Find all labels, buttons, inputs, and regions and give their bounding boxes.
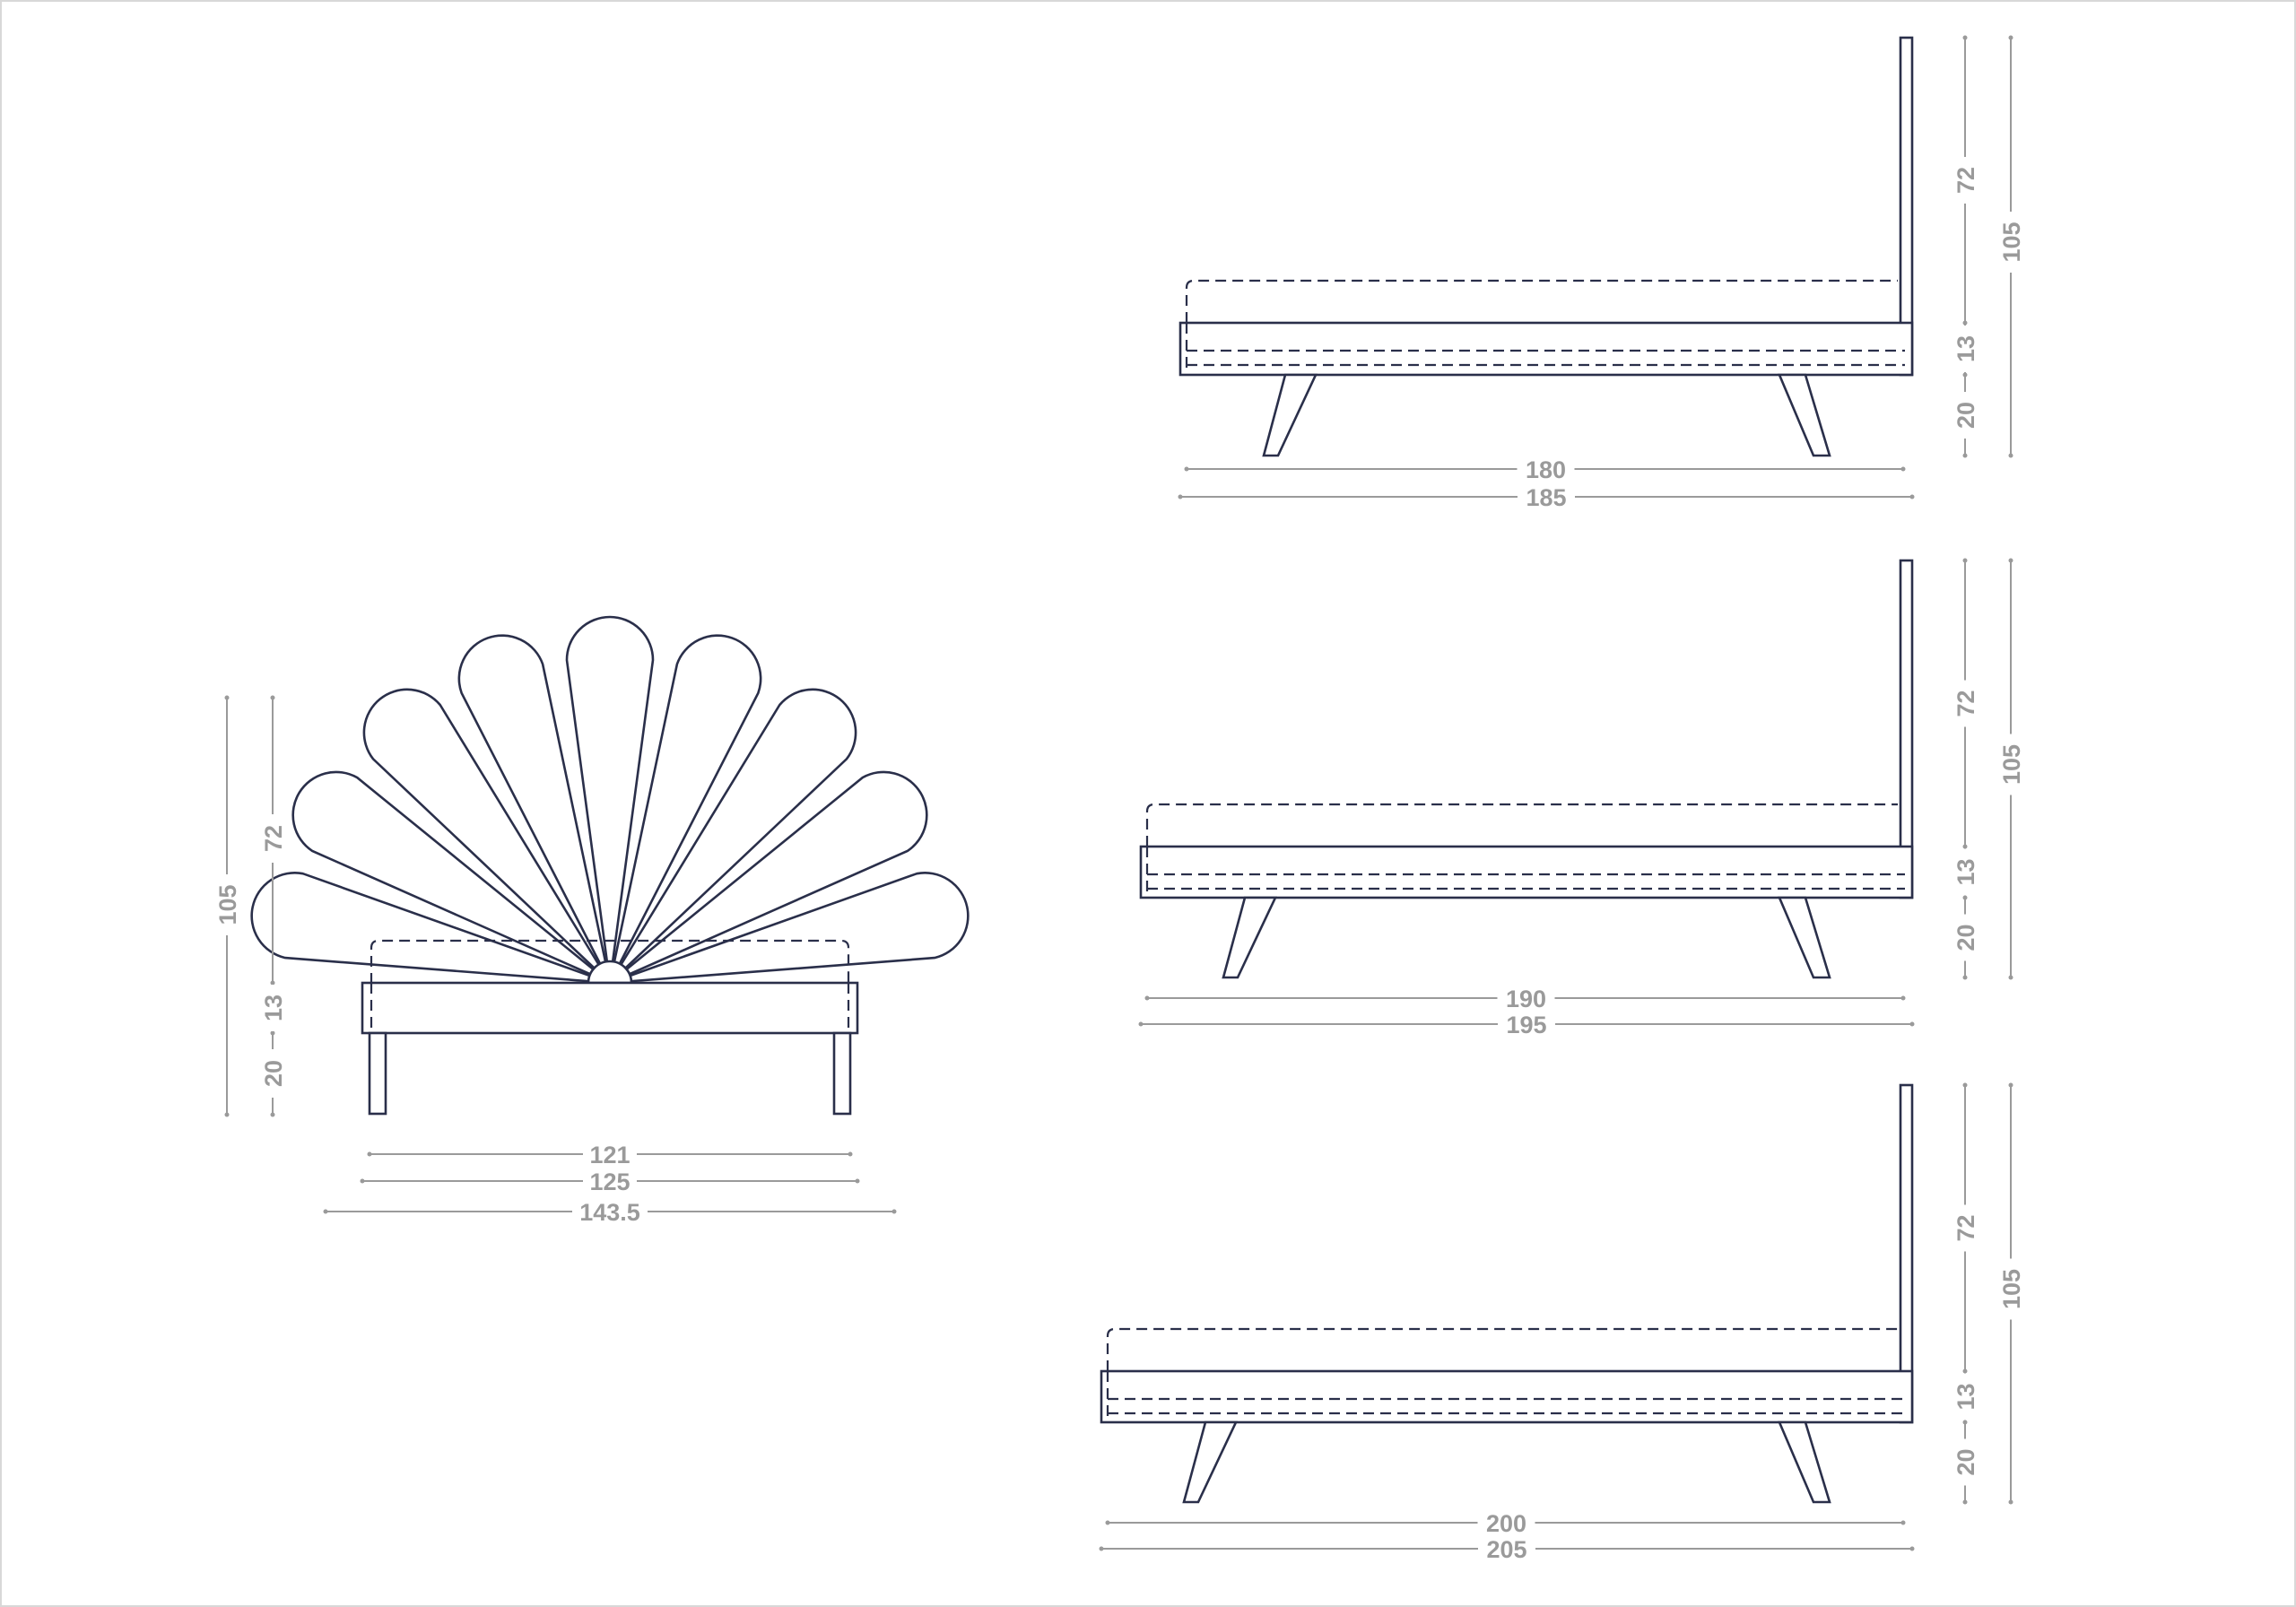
front-vertical-dimensions: 105 72 13 20 <box>213 695 287 1117</box>
side-bed-frame <box>1139 845 1914 899</box>
front-leg-right <box>832 1031 852 1116</box>
side-mattress-outline <box>1185 279 1898 323</box>
front-width-frame-label: 125 <box>589 1168 630 1195</box>
headboard-petal <box>457 634 612 984</box>
side-height-headboard-label: 72 <box>1952 167 1979 194</box>
side-height-frame-label: 13 <box>1952 858 1979 885</box>
headboard-petal <box>608 688 857 984</box>
front-width-headboard-label: 143.5 <box>579 1199 640 1226</box>
headboard-petal <box>565 615 655 984</box>
side-height-headboard-label: 72 <box>1952 690 1979 717</box>
front-height-total-label: 105 <box>214 884 241 925</box>
side-bed-frame <box>1100 1369 1914 1424</box>
mattress-outline <box>370 939 850 1035</box>
side-height-legs-label: 20 <box>1952 402 1979 429</box>
front-width-inner-label: 121 <box>589 1142 630 1168</box>
side-length-inner-label: 200 <box>1486 1510 1526 1537</box>
side-leg-back <box>1778 373 1831 457</box>
headboard-petal <box>291 770 611 985</box>
front-height-legs-label: 20 <box>260 1060 287 1087</box>
side-leg-front <box>1222 896 1278 979</box>
front-leg-left <box>368 1031 387 1116</box>
side-mattress-outline <box>1106 1327 1898 1371</box>
side-height-headboard-label: 72 <box>1952 1214 1979 1241</box>
side-length-inner-label: 180 <box>1526 456 1566 483</box>
side-leg-back <box>1778 896 1831 979</box>
side-leg-back <box>1778 1420 1831 1504</box>
front-view: 105 72 13 20 121 125 143.5 <box>213 615 970 1226</box>
headboard-petal <box>609 872 970 985</box>
side-height-legs-label: 20 <box>1952 924 1979 951</box>
side-height-frame-label: 13 <box>1952 1383 1979 1410</box>
side-length-outer-label: 195 <box>1506 1012 1546 1038</box>
side-height-total-label: 105 <box>1998 222 2025 262</box>
side-length-outer-label: 205 <box>1486 1536 1526 1563</box>
side-bed-frame <box>1178 321 1914 377</box>
headboard-petal <box>609 770 928 985</box>
bed-frame <box>361 981 859 1035</box>
side-height-legs-label: 20 <box>1952 1448 1979 1475</box>
front-horizontal-dimensions: 121 125 143.5 <box>323 1142 897 1226</box>
headboard-petal <box>608 634 762 984</box>
side-leg-front <box>1262 373 1318 457</box>
side-length-inner-label: 190 <box>1506 986 1546 1012</box>
shell-headboard <box>250 615 970 985</box>
front-height-headboard-label: 72 <box>260 825 287 852</box>
headboard-hub <box>587 960 633 985</box>
side-leg-front <box>1182 1420 1239 1504</box>
side-length-outer-label: 185 <box>1526 484 1566 511</box>
side-mattress-outline <box>1145 803 1898 847</box>
front-height-frame-label: 13 <box>260 995 287 1021</box>
side-height-total-label: 105 <box>1998 1269 2025 1309</box>
side-height-frame-label: 13 <box>1952 335 1979 362</box>
headboard-petal <box>362 688 612 984</box>
headboard-petal <box>250 872 611 985</box>
side-height-total-label: 105 <box>1998 744 2025 785</box>
